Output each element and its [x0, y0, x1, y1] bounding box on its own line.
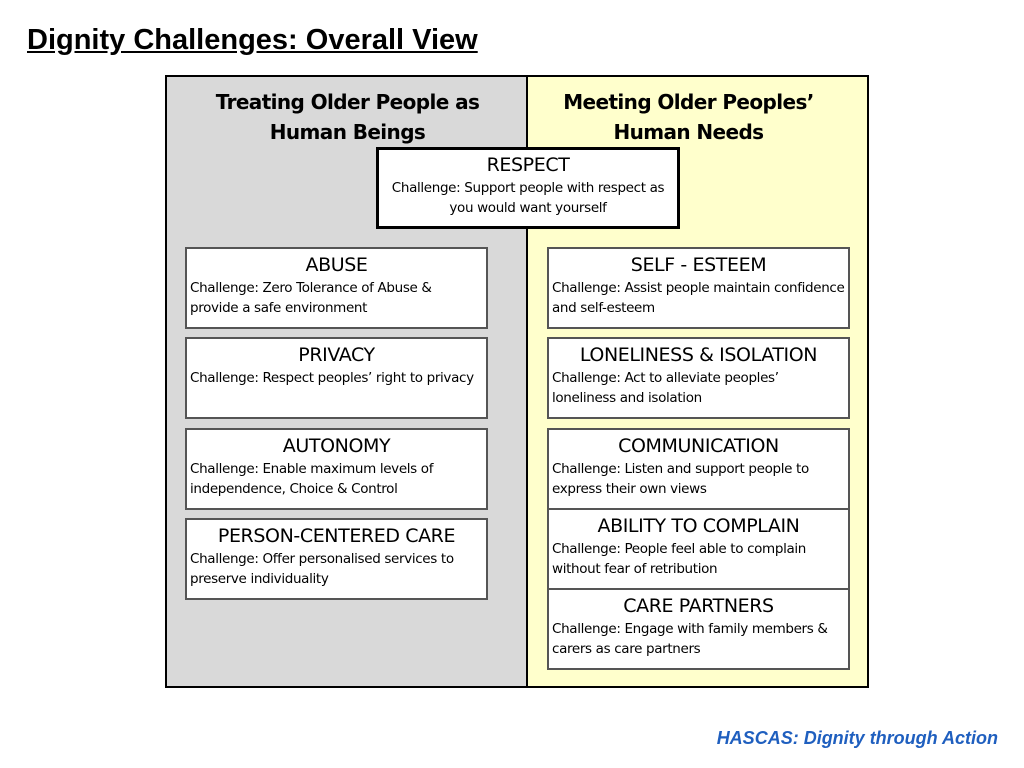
communication-title: COMMUNICATION	[618, 435, 779, 457]
right-header-line2: Human Needs	[613, 120, 764, 144]
loneliness-isolation-title: LONELINESS & ISOLATION	[579, 344, 818, 366]
person-centered-care-challenge: Challenge: Offer personalised services t…	[190, 551, 454, 587]
loneliness-isolation-box: LONELINESS & ISOLATION Challenge: Act to…	[547, 337, 850, 419]
person-centered-care-box: PERSON-CENTERED CARE Challenge: Offer pe…	[185, 518, 488, 600]
ability-to-complain-challenge: Challenge: People feel able to complain …	[552, 541, 806, 577]
respect-box: RESPECT Challenge: Support people with r…	[376, 147, 680, 229]
communication-challenge: Challenge: Listen and support people to …	[552, 461, 809, 497]
left-header-line1: Treating Older People as	[215, 90, 480, 114]
page-title: Dignity Challenges: Overall View	[27, 24, 478, 56]
respect-challenge: Challenge: Support people with respect a…	[391, 180, 665, 216]
communication-box: COMMUNICATION Challenge: Listen and supp…	[547, 428, 850, 510]
loneliness-isolation-challenge: Challenge: Act to alleviate peoples’ lon…	[552, 370, 779, 406]
left-header-line2: Human Beings	[269, 120, 426, 144]
person-centered-care-title: PERSON-CENTERED CARE	[217, 525, 456, 547]
privacy-title: PRIVACY	[298, 344, 375, 366]
autonomy-title: AUTONOMY	[282, 435, 391, 457]
right-header-line1: Meeting Older Peoples’	[563, 90, 814, 114]
abuse-box: ABUSE Challenge: Zero Tolerance of Abuse…	[185, 247, 488, 329]
right-column-header: Meeting Older Peoples’ Human Needs	[508, 87, 867, 147]
autonomy-challenge: Challenge: Enable maximum levels of inde…	[190, 461, 434, 497]
respect-title: RESPECT	[486, 154, 570, 176]
ability-to-complain-box: ABILITY TO COMPLAIN Challenge: People fe…	[547, 508, 850, 590]
footer-text: HASCAS: Dignity through Action	[716, 728, 998, 748]
self-esteem-box: SELF - ESTEEM Challenge: Assist people m…	[547, 247, 850, 329]
care-partners-title: CARE PARTNERS	[623, 595, 774, 617]
privacy-challenge: Challenge: Respect peoples’ right to pri…	[190, 370, 474, 386]
privacy-box: PRIVACY Challenge: Respect peoples’ righ…	[185, 337, 488, 419]
self-esteem-challenge: Challenge: Assist people maintain confid…	[552, 280, 845, 316]
ability-to-complain-title: ABILITY TO COMPLAIN	[597, 515, 800, 537]
autonomy-box: AUTONOMY Challenge: Enable maximum level…	[185, 428, 488, 510]
abuse-title: ABUSE	[305, 254, 368, 276]
left-column-header: Treating Older People as Human Beings	[167, 87, 528, 147]
self-esteem-title: SELF - ESTEEM	[630, 254, 767, 276]
care-partners-challenge: Challenge: Engage with family members & …	[552, 621, 828, 657]
care-partners-box: CARE PARTNERS Challenge: Engage with fam…	[547, 588, 850, 670]
abuse-challenge: Challenge: Zero Tolerance of Abuse & pro…	[190, 280, 432, 316]
